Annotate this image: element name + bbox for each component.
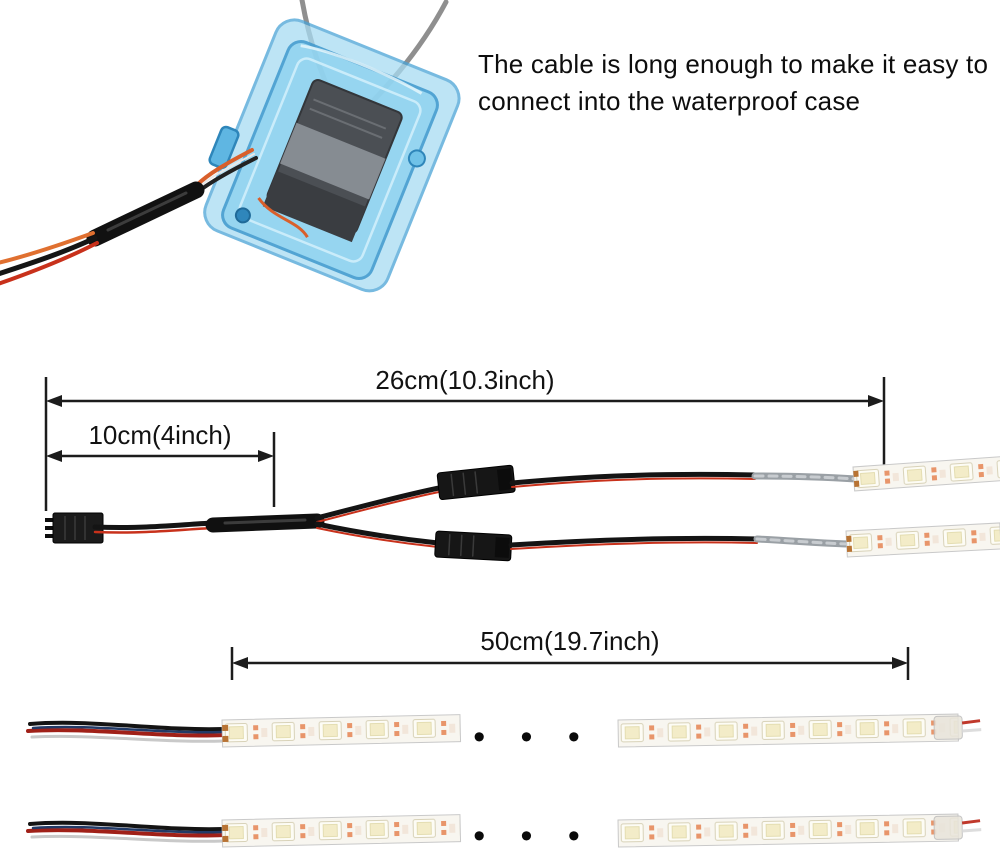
lower-connector bbox=[434, 530, 513, 562]
cable-dimension-diagram: 26cm(10.3inch) 10cm(4inch) bbox=[44, 365, 1000, 562]
upper-connector bbox=[436, 464, 516, 501]
ellipsis-dots: • • • bbox=[473, 718, 593, 756]
heat-shrink-sheen bbox=[106, 191, 188, 232]
lower-branch bbox=[314, 521, 1000, 562]
strip-end-connector bbox=[933, 815, 963, 840]
caption-line-1: The cable is long enough to make it easy… bbox=[478, 49, 989, 79]
strip-row-1: • • • bbox=[26, 713, 982, 756]
lower-led-strip bbox=[845, 522, 1000, 558]
strip-length-diagram: 50cm(19.7inch) • • • bbox=[26, 626, 982, 849]
strip-end-connector bbox=[933, 715, 963, 740]
strip-lead-wires bbox=[26, 720, 226, 743]
y-splitter-wire bbox=[92, 513, 325, 534]
upper-branch bbox=[314, 456, 1000, 523]
waterproof-case bbox=[203, 18, 461, 293]
case-screw bbox=[234, 207, 251, 224]
dim-10cm-arrow bbox=[46, 432, 276, 507]
case-inner-rim bbox=[238, 57, 422, 263]
dim-50cm-label: 50cm(19.7inch) bbox=[480, 626, 659, 656]
case-latch bbox=[208, 125, 240, 170]
waterproof-case-photo bbox=[0, 0, 461, 293]
coiled-wire bbox=[257, 197, 309, 239]
strip-lead-wires bbox=[26, 820, 226, 843]
dim-10cm-label: 10cm(4inch) bbox=[88, 420, 231, 450]
led-strip-right bbox=[617, 713, 982, 748]
power-cable bbox=[0, 148, 258, 286]
heat-shrink-tube bbox=[86, 181, 205, 247]
battery-pack bbox=[262, 79, 403, 243]
dim-50cm-arrow bbox=[230, 647, 910, 680]
upper-led-strip bbox=[852, 456, 1000, 492]
caption-text: The cable is long enough to make it easy… bbox=[478, 46, 993, 120]
led-strip-right bbox=[617, 813, 982, 848]
strip-row-2: • • • bbox=[26, 813, 982, 849]
case-knob bbox=[407, 149, 426, 168]
case-highlight bbox=[300, 44, 423, 95]
dim-26cm-arrow bbox=[44, 377, 886, 511]
dim-26cm-label: 26cm(10.3inch) bbox=[375, 365, 554, 395]
power-wires bbox=[0, 231, 99, 286]
cable-orange-wire bbox=[195, 148, 254, 187]
led-strip-left bbox=[221, 714, 462, 748]
caption-line-2: connect into the waterproof case bbox=[478, 85, 861, 116]
ellipsis-dots: • • • bbox=[473, 817, 593, 849]
led-strip-left bbox=[221, 814, 462, 848]
